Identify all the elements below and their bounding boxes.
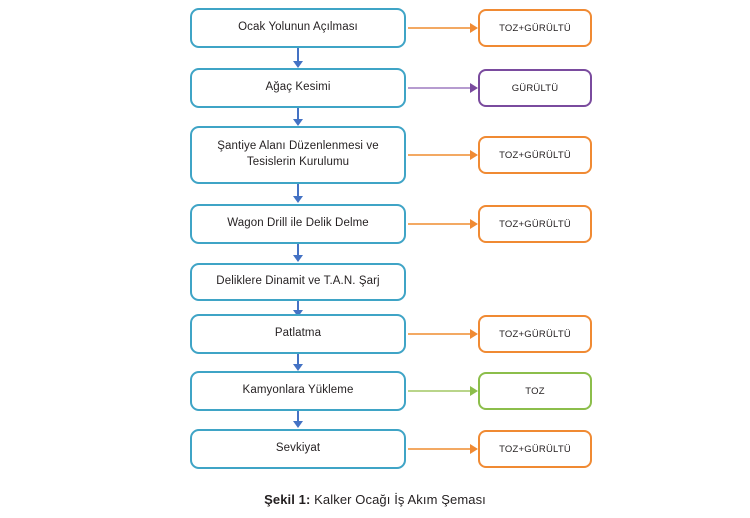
hazard-label: GÜRÜLTÜ	[511, 82, 559, 94]
arrowhead-icon	[470, 23, 478, 33]
arrowhead-icon	[470, 219, 478, 229]
process-label: Ocak Yolunun Açılması	[238, 21, 358, 34]
connector-arrow-step3-to-step4	[293, 184, 303, 204]
process-box-ocak-yolunun-acilmasi[interactable]: Ocak Yolunun Açılması	[190, 8, 406, 48]
process-label: Kamyonlara Yükleme	[242, 384, 354, 397]
figure-caption-label: Şekil 1:	[264, 492, 311, 507]
hazard-label: TOZ	[525, 385, 545, 397]
connector-line	[408, 333, 470, 335]
hazard-label: TOZ+GÜRÜLTÜ	[499, 22, 571, 34]
process-label: Patlatma	[274, 327, 322, 340]
connector-line	[408, 448, 470, 450]
connector-arrow-step7-to-step8	[293, 411, 303, 429]
connector-arrow-step5-to-step6	[293, 301, 303, 318]
process-box-wagon-drill[interactable]: Wagon Drill ile Delik Delme	[190, 204, 406, 244]
hazard-label: TOZ+GÜRÜLTÜ	[499, 328, 571, 340]
process-box-sevkiyat[interactable]: Sevkiyat	[190, 429, 406, 469]
hazard-box-toz[interactable]: TOZ	[478, 372, 592, 410]
arrowhead-down-icon	[293, 196, 303, 203]
process-label: Deliklere Dinamit ve T.A.N. Şarj	[216, 275, 380, 288]
arrowhead-down-icon	[293, 119, 303, 126]
process-label-line1: Şantiye Alanı Düzenlenmesi ve	[217, 140, 379, 153]
arrowhead-icon	[470, 83, 478, 93]
hazard-box-toz-gurultu-5[interactable]: TOZ+GÜRÜLTÜ	[478, 430, 592, 468]
hazard-box-toz-gurultu-4[interactable]: TOZ+GÜRÜLTÜ	[478, 315, 592, 353]
arrowhead-icon	[470, 386, 478, 396]
hazard-box-toz-gurultu-1[interactable]: TOZ+GÜRÜLTÜ	[478, 9, 592, 47]
connector-line	[297, 108, 300, 120]
connector-arrow-step1-to-step2	[293, 48, 303, 68]
connector-line	[297, 244, 300, 256]
process-label: Sevkiyat	[275, 442, 321, 455]
process-label: Wagon Drill ile Delik Delme	[227, 217, 369, 230]
arrowhead-down-icon	[293, 310, 303, 317]
arrowhead-down-icon	[293, 364, 303, 371]
process-label: Şantiye Alanı Düzenlenmesi ve Tesislerin…	[217, 139, 378, 170]
hazard-box-toz-gurultu-2[interactable]: TOZ+GÜRÜLTÜ	[478, 136, 592, 174]
figure-caption: Şekil 1: Kalker Ocağı İş Akım Şeması	[0, 492, 750, 507]
process-box-kamyonlara-yukleme[interactable]: Kamyonlara Yükleme	[190, 371, 406, 411]
process-label: Ağaç Kesimi	[265, 81, 331, 94]
connector-line	[297, 354, 300, 365]
connector-line	[408, 223, 470, 225]
process-label-line2: Tesislerin Kurulumu	[246, 156, 350, 168]
connector-arrow-step6-to-step7	[293, 354, 303, 372]
connector-arrow-step4-to-step5	[293, 244, 303, 263]
process-box-deliklere-dinamit[interactable]: Deliklere Dinamit ve T.A.N. Şarj	[190, 263, 406, 301]
process-box-agac-kesimi[interactable]: Ağaç Kesimi	[190, 68, 406, 108]
figure-caption-text: Kalker Ocağı İş Akım Şeması	[310, 492, 486, 507]
arrowhead-icon	[470, 329, 478, 339]
connector-line	[408, 390, 470, 392]
hazard-label: TOZ+GÜRÜLTÜ	[499, 443, 571, 455]
connector-line	[408, 154, 470, 156]
process-box-santiye-alani-duzenlenmesi[interactable]: Şantiye Alanı Düzenlenmesi ve Tesislerin…	[190, 126, 406, 184]
connector-line	[408, 87, 470, 89]
connector-line	[297, 301, 300, 311]
hazard-label: TOZ+GÜRÜLTÜ	[499, 218, 571, 230]
arrowhead-icon	[470, 150, 478, 160]
hazard-label: TOZ+GÜRÜLTÜ	[499, 149, 571, 161]
connector-line	[297, 184, 300, 197]
hazard-box-toz-gurultu-3[interactable]: TOZ+GÜRÜLTÜ	[478, 205, 592, 243]
connector-line	[408, 27, 470, 29]
connector-line	[297, 411, 300, 422]
arrowhead-icon	[470, 444, 478, 454]
arrowhead-down-icon	[293, 255, 303, 262]
arrowhead-down-icon	[293, 421, 303, 428]
arrowhead-down-icon	[293, 61, 303, 68]
connector-arrow-step2-to-step3	[293, 108, 303, 126]
process-box-patlatma[interactable]: Patlatma	[190, 314, 406, 354]
hazard-box-gurultu[interactable]: GÜRÜLTÜ	[478, 69, 592, 107]
connector-line	[297, 48, 300, 62]
